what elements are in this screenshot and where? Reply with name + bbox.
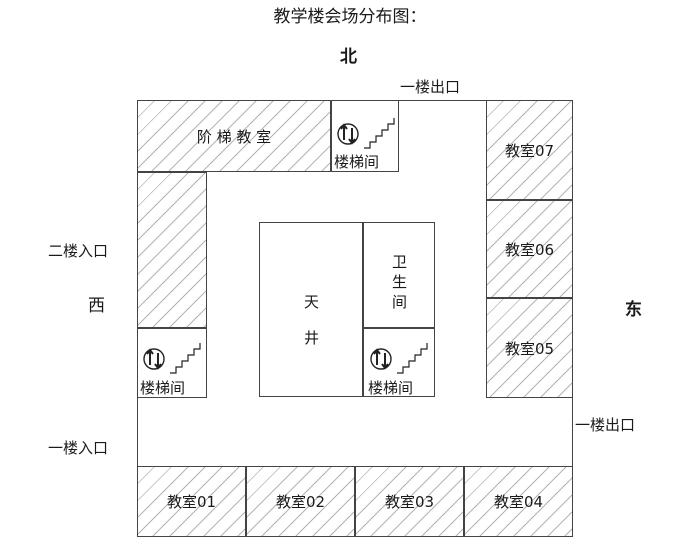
- restroom-label-2: 生: [392, 273, 408, 291]
- west-stairwell-label: 楼梯间: [140, 379, 186, 397]
- stairs-icon: [337, 118, 395, 149]
- west-stairwell: 楼梯间: [137, 328, 207, 398]
- center-stairwell-label: 楼梯间: [368, 379, 414, 397]
- classroom-05: 教室05: [486, 298, 573, 398]
- classroom-01: 教室01: [137, 466, 246, 537]
- restroom-label-3: 间: [392, 293, 408, 311]
- west-1f-entrance-label: 一楼入口: [48, 439, 109, 457]
- east-exit-label: 一楼出口: [575, 416, 636, 434]
- stairs-icon: [370, 343, 428, 374]
- classroom-03: 教室03: [355, 466, 464, 537]
- courtyard-label-1: 天: [304, 293, 320, 311]
- west-label: 西: [88, 296, 105, 316]
- classroom-04: 教室04: [464, 466, 573, 537]
- restroom: 卫 生 间: [363, 222, 435, 328]
- center-stairwell: 楼梯间: [363, 328, 435, 397]
- east-label: 东: [625, 300, 642, 320]
- classroom-07: 教室07: [486, 100, 573, 200]
- classroom-01-label: 教室01: [166, 493, 217, 511]
- west-wing-hatched: [137, 172, 207, 328]
- lecture-hall-label: 阶 梯 教 室: [196, 127, 272, 146]
- north-exit-label: 一楼出口: [400, 78, 461, 96]
- diagram-title: 教学楼会场分布图：: [273, 7, 427, 27]
- west-2f-entrance-label: 二楼入口: [48, 242, 109, 260]
- courtyard-label-2: 井: [304, 329, 320, 347]
- classroom-05-label: 教室05: [504, 339, 555, 358]
- classroom-06: 教室06: [486, 200, 573, 298]
- classroom-06-label: 教室06: [504, 240, 555, 259]
- north-label: 北: [340, 47, 357, 67]
- classroom-02-label: 教室02: [275, 493, 326, 511]
- north-stairwell-label: 楼梯间: [334, 153, 380, 171]
- stairs-icon: [143, 343, 201, 374]
- classroom-03-label: 教室03: [384, 493, 435, 511]
- classroom-04-label: 教室04: [493, 493, 544, 511]
- classroom-02: 教室02: [246, 466, 355, 537]
- classroom-07-label: 教室07: [504, 141, 555, 160]
- restroom-label-1: 卫: [392, 253, 408, 271]
- lecture-hall-room: 阶 梯 教 室: [137, 100, 331, 172]
- courtyard: 天 井: [259, 222, 363, 397]
- north-stairwell: 楼梯间: [331, 100, 399, 172]
